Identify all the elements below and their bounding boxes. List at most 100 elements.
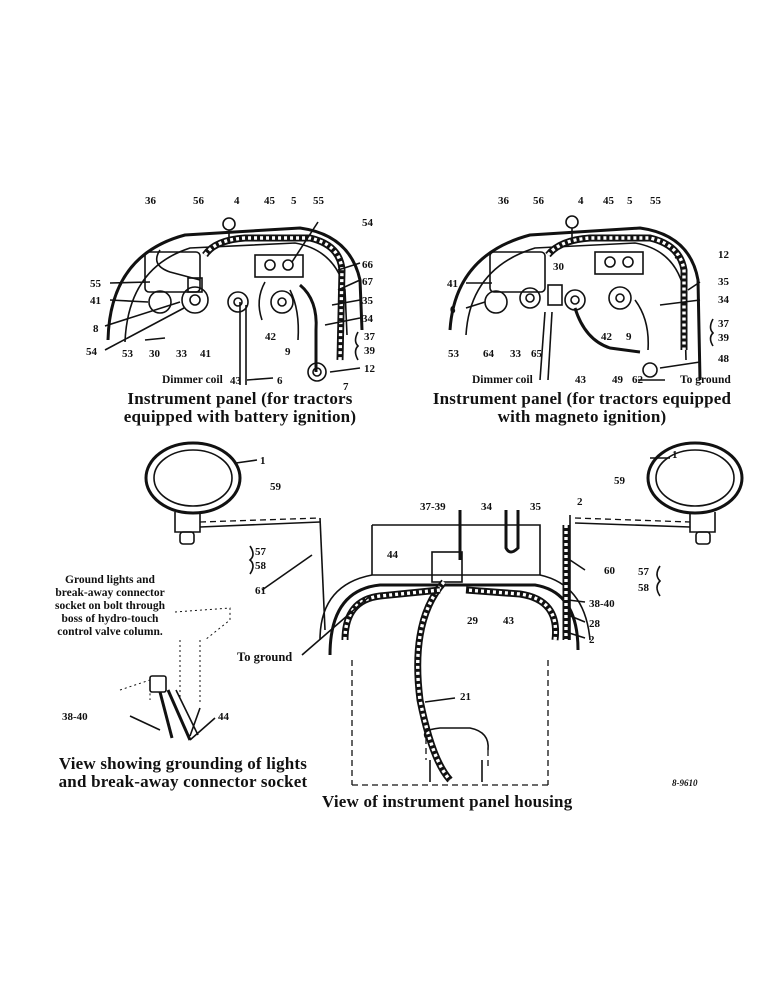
callout-label: 38-40 xyxy=(589,598,615,610)
callout-label: 55 xyxy=(650,195,662,207)
callout-label: 56 xyxy=(193,195,205,207)
callout-label: 43 xyxy=(575,374,587,386)
callout-label: 9 xyxy=(626,331,632,343)
callout-label: 37 xyxy=(364,331,376,343)
callout-label: 58 xyxy=(638,582,650,594)
callout-label: 38-40 xyxy=(62,711,88,723)
callout-label: 29 xyxy=(467,615,479,627)
housing-caption: View of instrument panel housing xyxy=(322,792,573,811)
callout-label: 67 xyxy=(362,276,374,288)
callout-label: 59 xyxy=(270,481,282,493)
ground-note-text: Ground lights and break-away connector s… xyxy=(55,574,166,638)
callout-label: 35 xyxy=(362,295,374,307)
magneto-caption-text: Instrument panel (for tractors equipped … xyxy=(432,389,732,427)
callout-label: 55 xyxy=(313,195,325,207)
battery-panel-drawing xyxy=(106,217,364,385)
housing-callouts: 1 59 57 58 61 37-39 34 35 2 59 1 44 60 5… xyxy=(248,449,678,703)
callout-label: 33 xyxy=(176,348,188,360)
callout-label: 58 xyxy=(255,560,267,572)
callout-label: 42 xyxy=(601,331,613,343)
battery-caption-text: Instrument panel (for tractors equipped … xyxy=(123,389,357,427)
callout-label: 53 xyxy=(448,348,460,360)
battery-callouts: 36 56 4 45 5 55 54 55 41 8 54 53 30 33 4… xyxy=(86,195,376,393)
callout-label: 44 xyxy=(218,711,230,723)
callout-label: 57 xyxy=(638,566,650,578)
callout-label: 53 xyxy=(122,348,134,360)
callout-label: 57 xyxy=(255,546,267,558)
grounding-view-caption: View showing grounding of lights and bre… xyxy=(48,754,318,792)
figure-id: 8-9610 xyxy=(672,778,698,789)
dimmer-right-text: Dimmer coil xyxy=(472,374,533,386)
callout-label: 36 xyxy=(498,195,510,207)
leader-lines xyxy=(104,221,701,741)
callout-label: 41 xyxy=(200,348,211,360)
callout-label: 34 xyxy=(718,294,730,306)
callout-label: 37 xyxy=(718,318,730,330)
callout-label: 65 xyxy=(531,348,543,360)
callout-label: 1 xyxy=(260,455,266,467)
callout-label: 54 xyxy=(362,217,374,229)
callout-label: 45 xyxy=(264,195,276,207)
callout-label: 62 xyxy=(632,374,644,386)
callout-label: 43 xyxy=(503,615,515,627)
callout-label: 39 xyxy=(364,345,376,357)
callout-label: 35 xyxy=(530,501,542,513)
callout-label: 33 xyxy=(510,348,522,360)
callout-label: 44 xyxy=(387,549,399,561)
callout-label: 36 xyxy=(145,195,157,207)
grounding-caption-text: View showing grounding of lights and bre… xyxy=(58,754,308,792)
callout-label: 2 xyxy=(589,634,595,646)
callout-label: 64 xyxy=(483,348,495,360)
callout-label: 59 xyxy=(614,475,626,487)
to-ground-label-right: To ground xyxy=(680,374,731,387)
callout-label: 30 xyxy=(553,261,565,273)
callout-label: 45 xyxy=(603,195,615,207)
callout-label: 5 xyxy=(627,195,633,207)
grounding-callouts: 38-40 44 xyxy=(62,711,230,723)
callout-label: 2 xyxy=(577,496,583,508)
callout-label: 21 xyxy=(460,691,471,703)
callout-label: 7 xyxy=(343,381,349,393)
callout-label: 1 xyxy=(672,449,678,461)
callout-label: 12 xyxy=(718,249,730,261)
battery-panel-caption: Instrument panel (for tractors equipped … xyxy=(95,389,385,427)
callout-label: 9 xyxy=(285,346,291,358)
magneto-panel-caption: Instrument panel (for tractors equipped … xyxy=(432,389,732,427)
callout-label: 6 xyxy=(450,304,456,316)
ground-note: Ground lights and break-away connector s… xyxy=(55,574,165,638)
callout-label: 4 xyxy=(234,195,240,207)
callout-label: 34 xyxy=(481,501,493,513)
magneto-panel-drawing xyxy=(448,215,702,381)
callout-label: 12 xyxy=(364,363,376,375)
dimmer-left-text: Dimmer coil xyxy=(162,374,223,386)
magneto-callouts: 36 56 4 45 5 55 12 30 41 6 35 34 53 64 3… xyxy=(447,195,730,386)
callout-label: 8 xyxy=(93,323,99,335)
callout-label: 28 xyxy=(589,618,601,630)
callout-label: 4 xyxy=(578,195,584,207)
callout-label: 39 xyxy=(718,332,730,344)
callout-label: 55 xyxy=(90,278,102,290)
housing-caption-text: View of instrument panel housing xyxy=(322,792,573,811)
callout-label: 42 xyxy=(265,331,277,343)
callout-label: 35 xyxy=(718,276,730,288)
to-ground-label-left: To ground xyxy=(237,650,293,665)
callout-label: 5 xyxy=(291,195,297,207)
callout-label: 60 xyxy=(604,565,616,577)
callout-label: 30 xyxy=(149,348,161,360)
callout-label: 66 xyxy=(362,259,374,271)
callout-label: 41 xyxy=(90,295,101,307)
to-ground-left-text: To ground xyxy=(237,650,293,664)
callout-label: 54 xyxy=(86,346,98,358)
grounding-drawing xyxy=(119,607,231,741)
callout-label: 43 xyxy=(230,375,242,387)
housing-drawing xyxy=(144,441,744,786)
dimmer-coil-label-left: Dimmer coil xyxy=(162,374,223,387)
callout-label: 34 xyxy=(362,313,374,325)
callout-label: 41 xyxy=(447,278,458,290)
dimmer-coil-label-right: Dimmer coil xyxy=(472,374,533,387)
figure-id-text: 8-9610 xyxy=(672,778,698,788)
callout-label: 56 xyxy=(533,195,545,207)
to-ground-right-text: To ground xyxy=(680,374,731,386)
callout-label: 49 xyxy=(612,374,624,386)
